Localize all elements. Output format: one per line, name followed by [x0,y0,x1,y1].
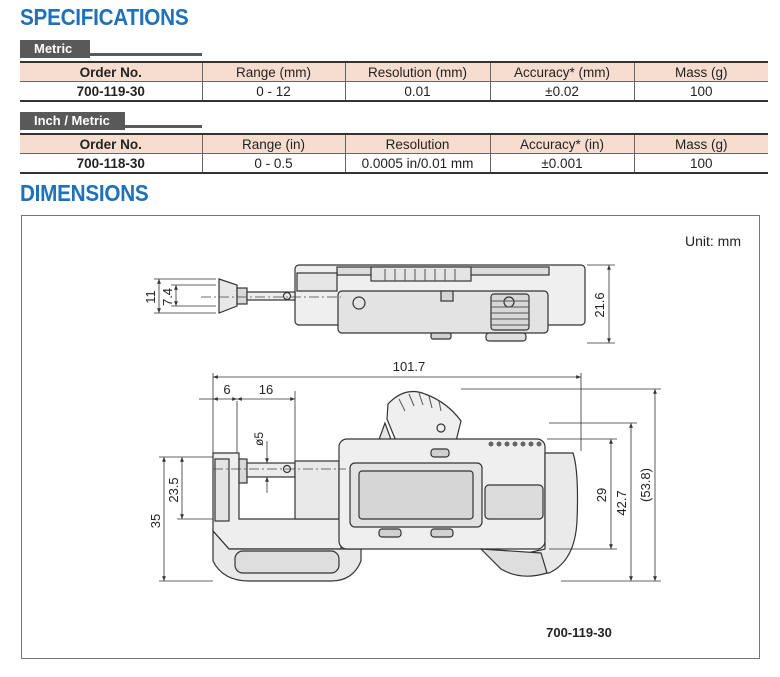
table-row: 700-119-30 0 - 12 0.01 ±0.02 100 [20,81,768,102]
dim-53-8: (53.8) [638,468,653,502]
table-cell: 0 - 0.5 [202,153,346,174]
table-cell: 0.01 [345,81,491,102]
metric-tag: Metric [20,40,90,58]
table-cell: 0.0005 in/0.01 mm [345,153,491,174]
dim-35: 35 [148,514,163,528]
dim-11: 11 [143,290,158,304]
header-cell: Mass (g) [634,133,768,154]
header-cell: Accuracy* (mm) [490,61,635,82]
table-cell: 0 - 12 [202,81,346,102]
order-no-cell: 700-118-30 [20,153,203,174]
front-view-knurl [488,441,542,447]
top-view-knurl [384,269,529,326]
dim-21-6: 21.6 [592,292,607,317]
dim-29: 29 [594,488,609,502]
dim-6: 6 [223,382,230,397]
tag-underline [90,53,202,56]
dim-7-4: 7.4 [160,288,175,306]
top-view-dimensions [154,264,615,344]
unit-label: Unit: mm [685,233,741,249]
header-cell: Order No. [20,133,203,154]
top-view-drawing [218,264,586,342]
table-cell: ±0.02 [490,81,635,102]
header-cell: Accuracy* (in) [490,133,635,154]
table-cell: 100 [634,81,768,102]
header-cell: Resolution [345,133,491,154]
dimensions-title: DIMENSIONS [20,180,149,206]
specifications-title: SPECIFICATIONS [20,4,189,30]
dim-42-7: 42.7 [614,490,629,515]
header-cell: Order No. [20,61,203,82]
tag-underline [125,125,202,128]
header-cell: Range (mm) [202,61,346,82]
inch-metric-tag: Inch / Metric [20,112,125,130]
inch-spec-table: Order No. Range (in) Resolution Accuracy… [20,133,768,174]
front-view-drawing [212,391,579,582]
model-number: 700-119-30 [546,625,612,640]
header-cell: Range (in) [202,133,346,154]
dim-23-5: 23.5 [166,477,181,502]
metric-spec-table: Order No. Range (mm) Resolution (mm) Acc… [20,61,768,102]
order-no-cell: 700-119-30 [20,81,203,102]
table-row: 700-118-30 0 - 0.5 0.0005 in/0.01 mm ±0.… [20,153,768,174]
front-view-dimensions [159,373,661,582]
dim-16: 16 [259,382,273,397]
table-header-row: Order No. Range (mm) Resolution (mm) Acc… [20,61,768,82]
header-cell: Resolution (mm) [345,61,491,82]
table-header-row: Order No. Range (in) Resolution Accuracy… [20,133,768,154]
table-cell: ±0.001 [490,153,635,174]
dim-101-7: 101.7 [393,359,426,374]
dial-knurl [398,392,442,412]
table-cell: 100 [634,153,768,174]
header-cell: Mass (g) [634,61,768,82]
dimensions-drawing-frame: Unit: mm 11 7.4 [21,215,760,659]
dim-phi5: ø5 [252,432,266,446]
dimension-drawing: Unit: mm 11 7.4 [143,233,741,640]
